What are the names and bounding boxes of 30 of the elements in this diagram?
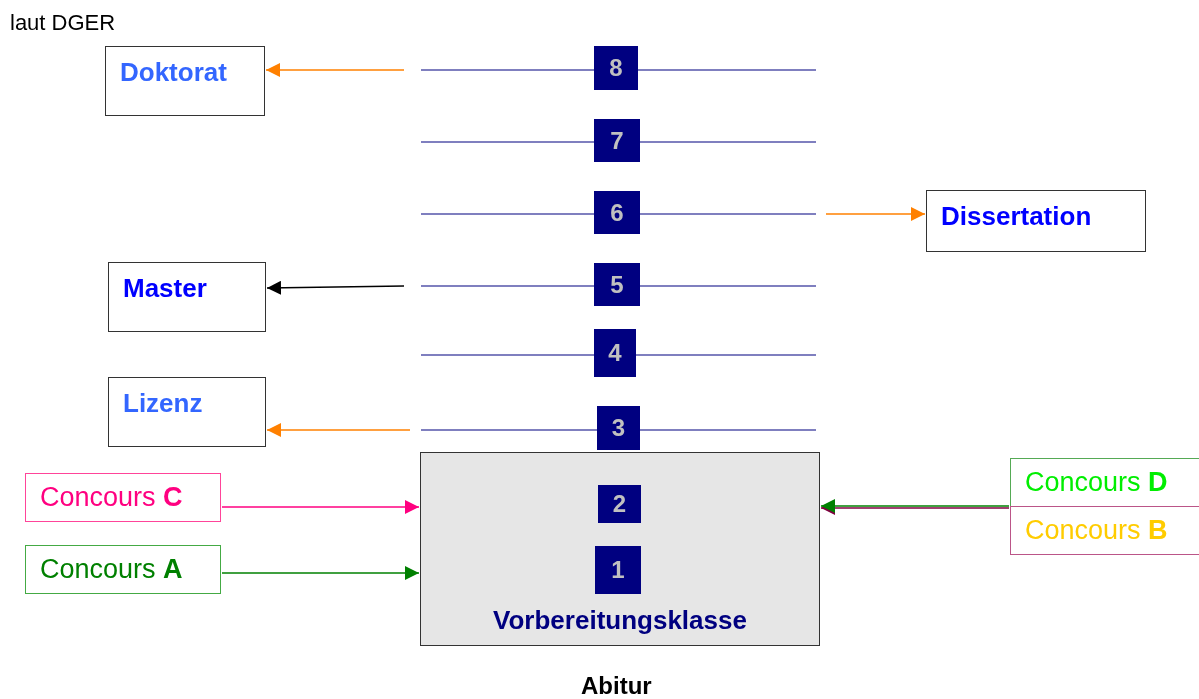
level-number: 6 [594, 191, 640, 234]
arrow [221, 500, 420, 514]
arrow [265, 63, 405, 77]
degree-name: Dissertation [941, 201, 1092, 232]
box-title: Vorbereitungsklasse [492, 605, 748, 636]
degree-box [926, 190, 1146, 252]
baseline-label: Abitur [581, 672, 652, 699]
source-note: laut DGER [10, 10, 116, 36]
level-number: 3 [597, 406, 640, 450]
entrance-exam-box: Concours B [1010, 506, 1199, 555]
arrow [221, 566, 420, 580]
preparatory-class-box [420, 452, 820, 646]
arrow [266, 423, 411, 437]
degree-name: Master [123, 273, 207, 304]
degree-box [108, 377, 266, 447]
entrance-exam-box: Concours C [25, 473, 221, 522]
entrance-exam-box: Concours D [1010, 458, 1199, 507]
level-number: 7 [594, 119, 640, 162]
degree-box [105, 46, 265, 116]
degree-name: Doktorat [120, 57, 227, 88]
degree-name: Lizenz [123, 388, 203, 419]
entrance-exam-box: Concours A [25, 545, 221, 594]
arrow [825, 207, 926, 221]
degree-box [108, 262, 266, 332]
level-number: 8 [594, 46, 638, 90]
level-number: 4 [594, 329, 636, 377]
level-number: 2 [598, 485, 641, 523]
level-number: 5 [594, 263, 640, 306]
level-number: 1 [595, 546, 641, 594]
arrow [266, 280, 405, 295]
